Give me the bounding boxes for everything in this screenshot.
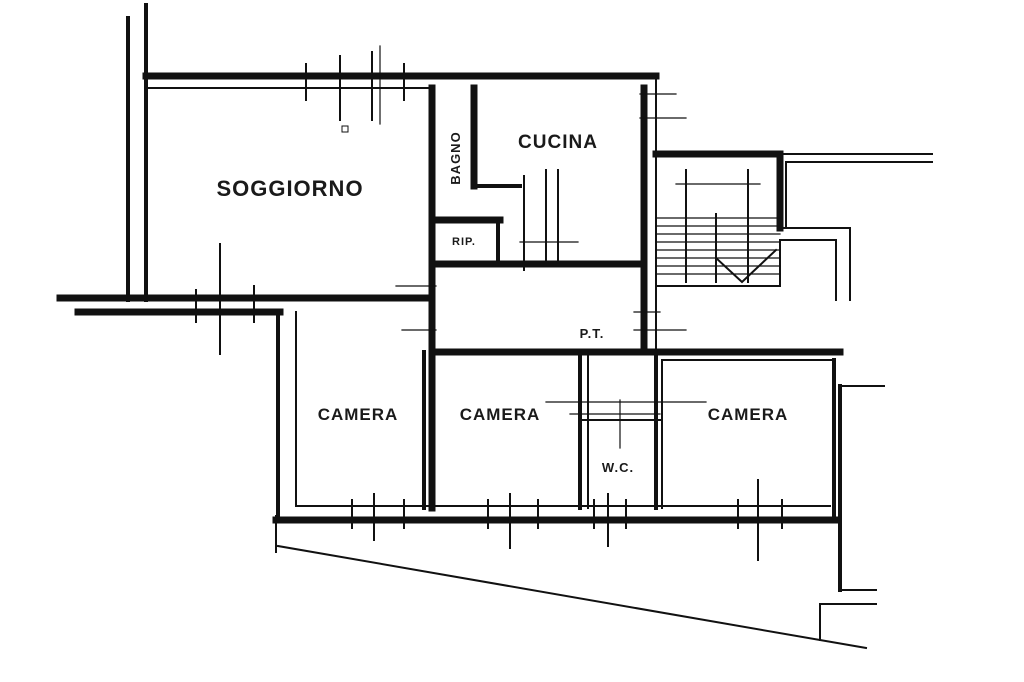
room-label-bagno: BAGNO [448, 131, 463, 184]
marker-square [341, 125, 349, 133]
room-label-camera-center: CAMERA [460, 405, 541, 424]
room-label-wc: W.C. [602, 460, 634, 475]
room-label-cucina: CUCINA [518, 132, 598, 153]
room-labels: SOGGIORNO CUCINA BAGNO RIP. P.T. CAMERA … [216, 131, 789, 475]
exterior-walls [56, 3, 868, 650]
openings [195, 45, 783, 561]
room-label-pianerottolo: P.T. [580, 326, 605, 341]
interior-walls [422, 75, 844, 512]
room-label-rip: RIP. [452, 236, 476, 248]
stair-treads [655, 169, 781, 284]
stairwell [652, 150, 933, 641]
room-label-camera-left: CAMERA [318, 405, 399, 424]
room-label-camera-right: CAMERA [708, 405, 789, 424]
room-label-soggiorno: SOGGIORNO [216, 176, 363, 201]
